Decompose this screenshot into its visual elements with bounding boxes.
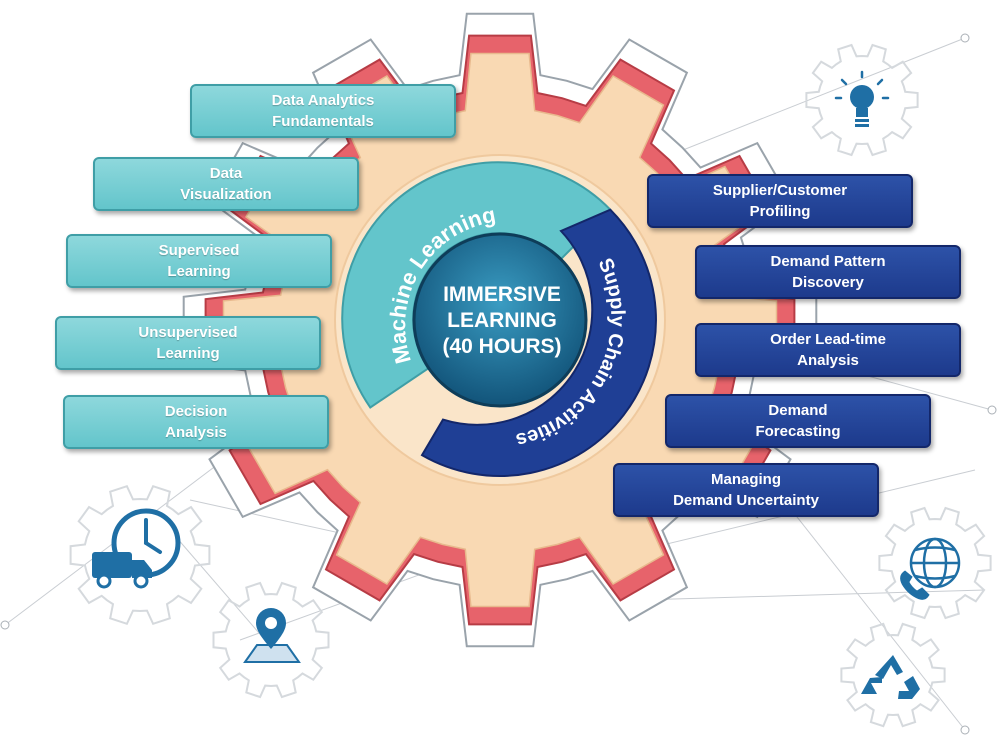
topic-order-lead-time-analysis: Order Lead-time Analysis [695,323,961,377]
lightbulb-icon [836,72,888,127]
center-title-line: IMMERSIVE [443,283,561,306]
center-title: IMMERSIVE LEARNING (40 HOURS) [442,283,561,358]
topic-supervised-learning: Supervised Learning [66,234,332,288]
center-title-line: LEARNING [447,309,557,332]
topic-data-analytics-fundamentals: Data Analytics Fundamentals [190,84,456,138]
globe-phone-icon [901,539,959,599]
topic-decision-analysis: Decision Analysis [63,395,329,449]
topic-demand-pattern-discovery: Demand Pattern Discovery [695,245,961,299]
topic-demand-forecasting: Demand Forecasting [665,394,931,448]
center-title-line: (40 HOURS) [442,335,561,358]
topic-data-visualization: Data Visualization [93,157,359,211]
topic-unsupervised-learning: Unsupervised Learning [55,316,321,370]
topic-managing-demand-uncertainty: Managing Demand Uncertainty [613,463,879,517]
topic-supplier-customer-profiling: Supplier/Customer Profiling [647,174,913,228]
